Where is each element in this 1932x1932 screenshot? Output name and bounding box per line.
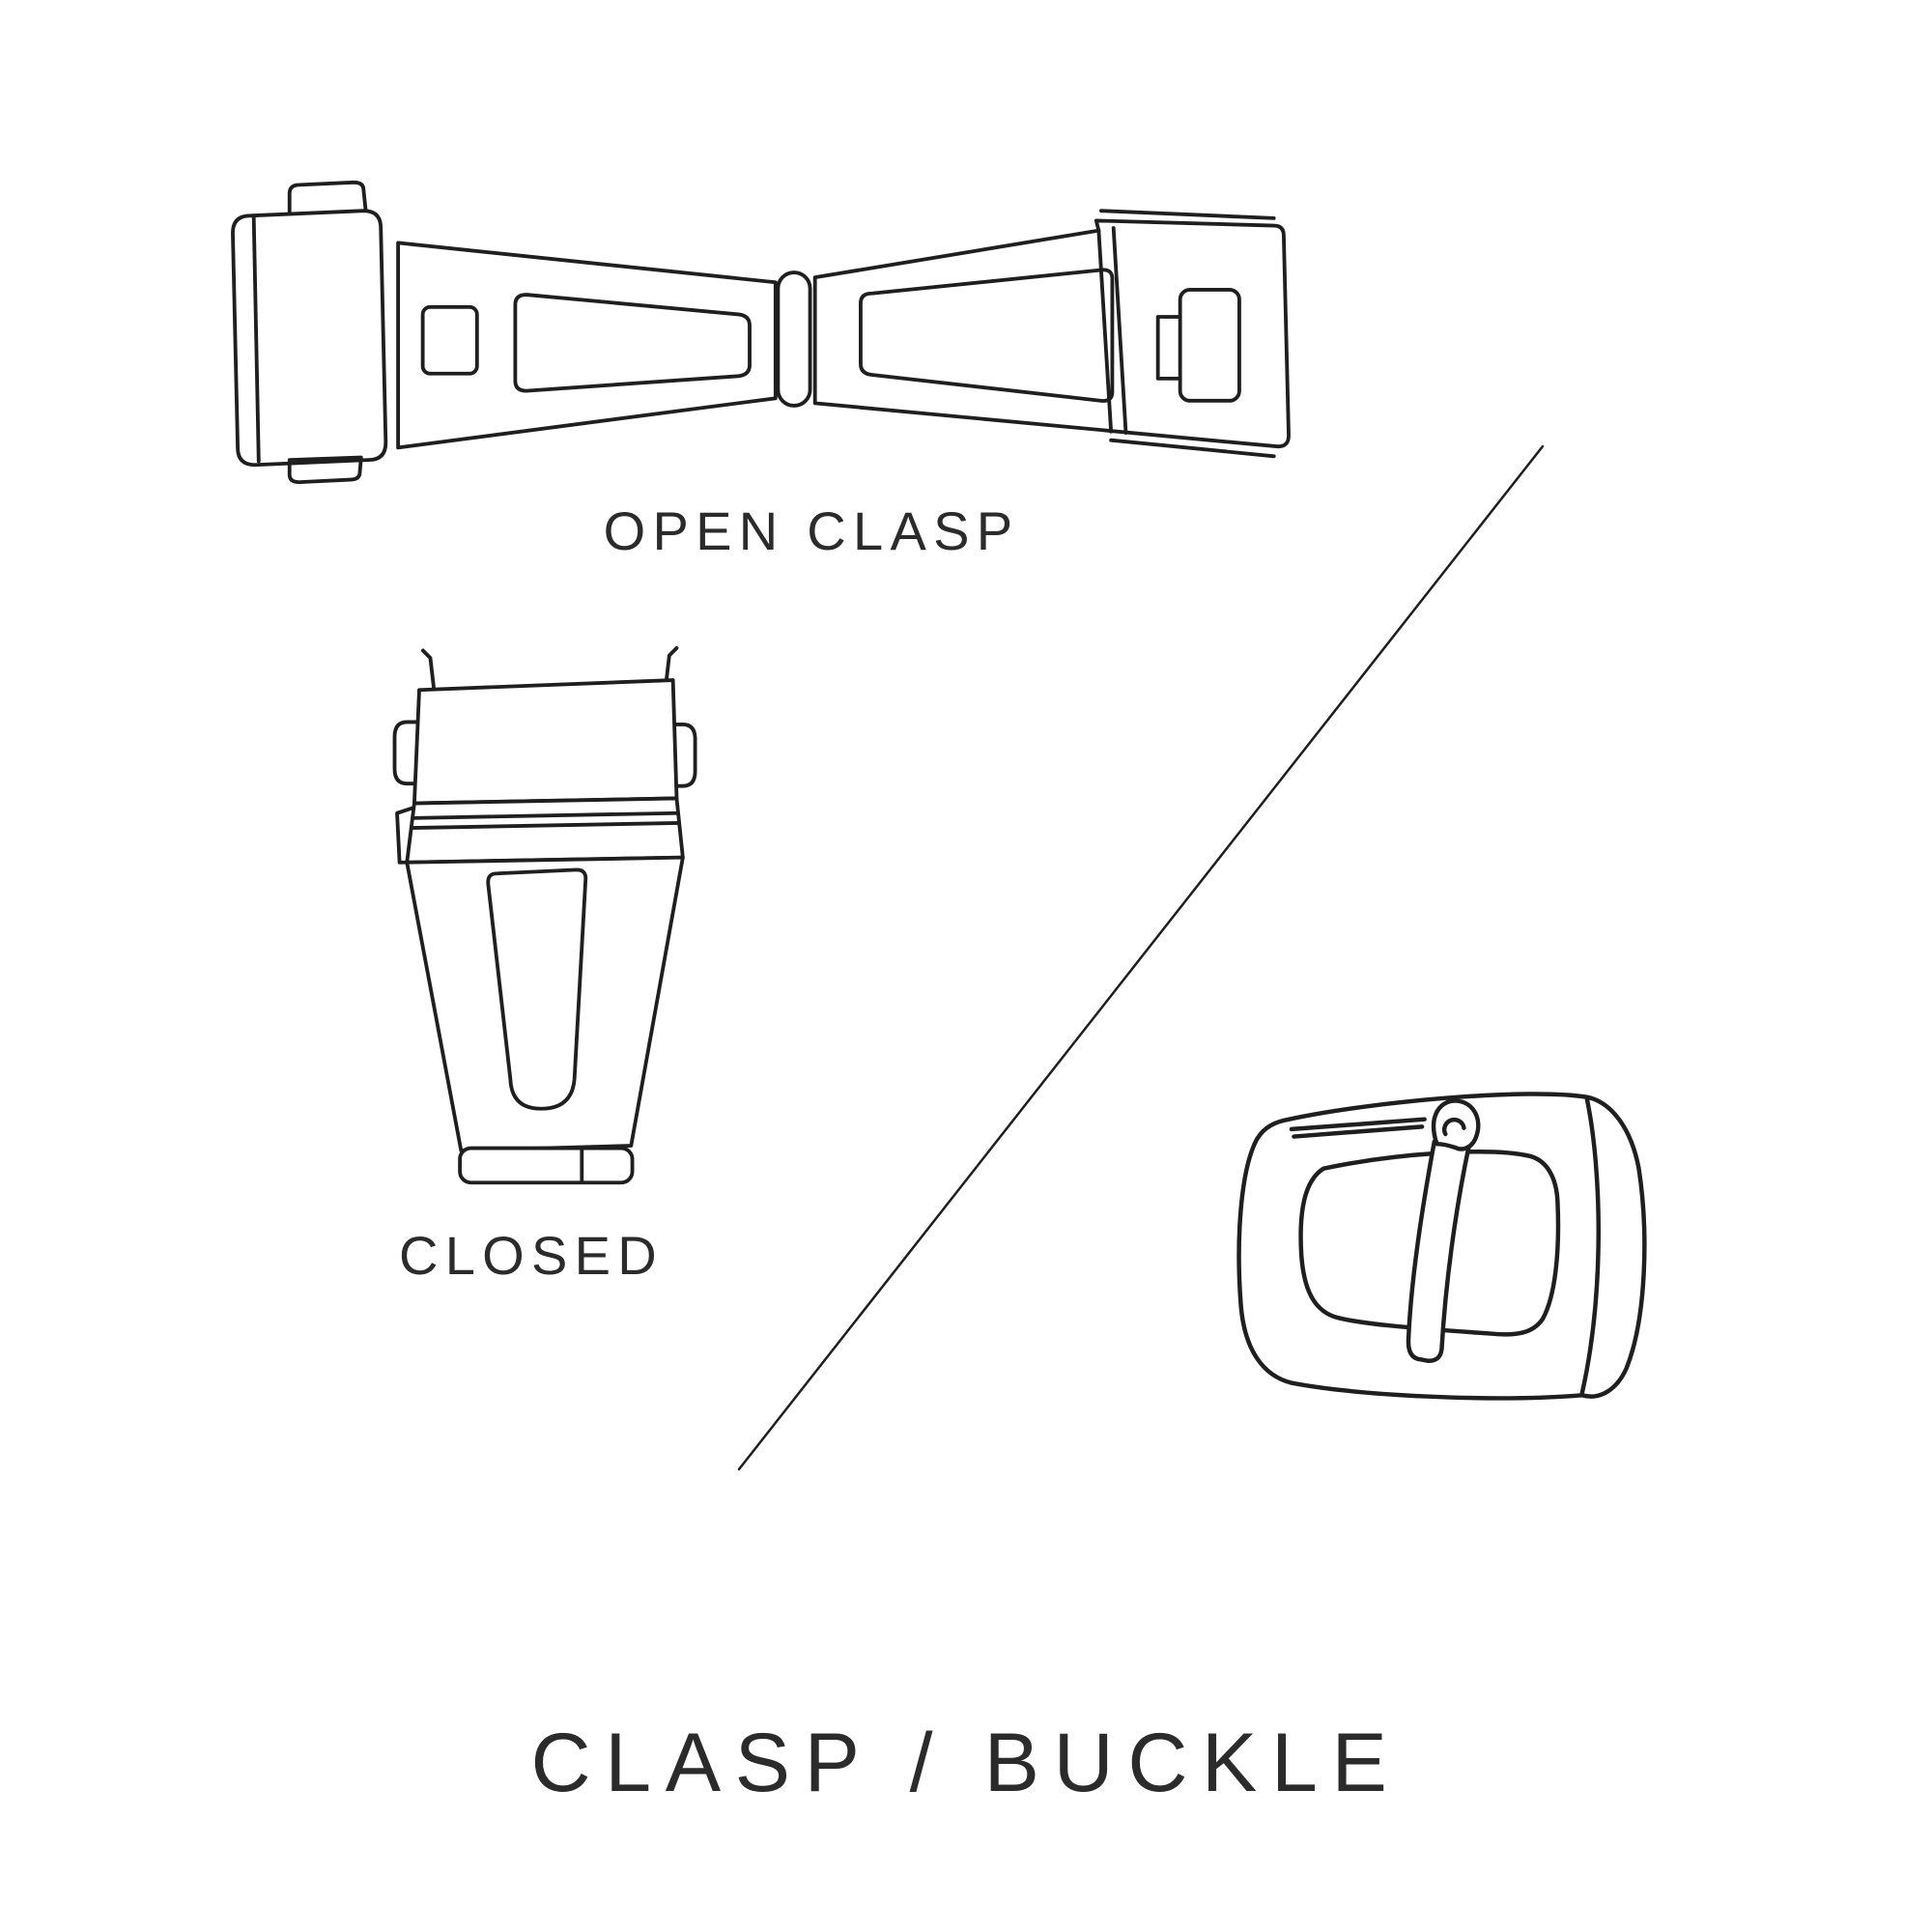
closed-clasp-foot [458, 1146, 635, 1185]
closed-clasp-right-prong [664, 645, 679, 690]
page-title: CLASP / BUCKLE [530, 1717, 1402, 1809]
closed-clasp-right-tab [673, 723, 697, 788]
closed-clasp-band [405, 796, 685, 865]
buckle-tang-loop [1431, 1098, 1481, 1151]
open-clasp-left-arm [396, 241, 778, 450]
divider-line [737, 444, 1545, 1471]
open-clasp-hinge [776, 270, 812, 408]
open-clasp-illustration [231, 180, 1291, 485]
open-clasp-end-link [231, 180, 388, 485]
open-clasp-right-arm [812, 209, 1291, 459]
open-clasp-label: OPEN CLASP [603, 500, 1020, 561]
closed-label: CLOSED [399, 1225, 664, 1286]
closed-clasp-illustration [392, 645, 697, 1185]
closed-clasp-left-prong [420, 648, 437, 693]
closed-clasp-left-tab [392, 720, 419, 786]
closed-clasp-top-block [412, 678, 679, 806]
buckle-window [1298, 1150, 1561, 1337]
closed-clasp-window [486, 867, 588, 1111]
buckle-illustration [1236, 1092, 1647, 1401]
buckle-pin-bar-lower [1292, 1124, 1425, 1139]
buckle-side-edge [1579, 1097, 1601, 1395]
buckle-pin-bar [1289, 1117, 1427, 1132]
closed-clasp-left-flap [395, 806, 414, 865]
closed-clasp-body [405, 855, 685, 1153]
